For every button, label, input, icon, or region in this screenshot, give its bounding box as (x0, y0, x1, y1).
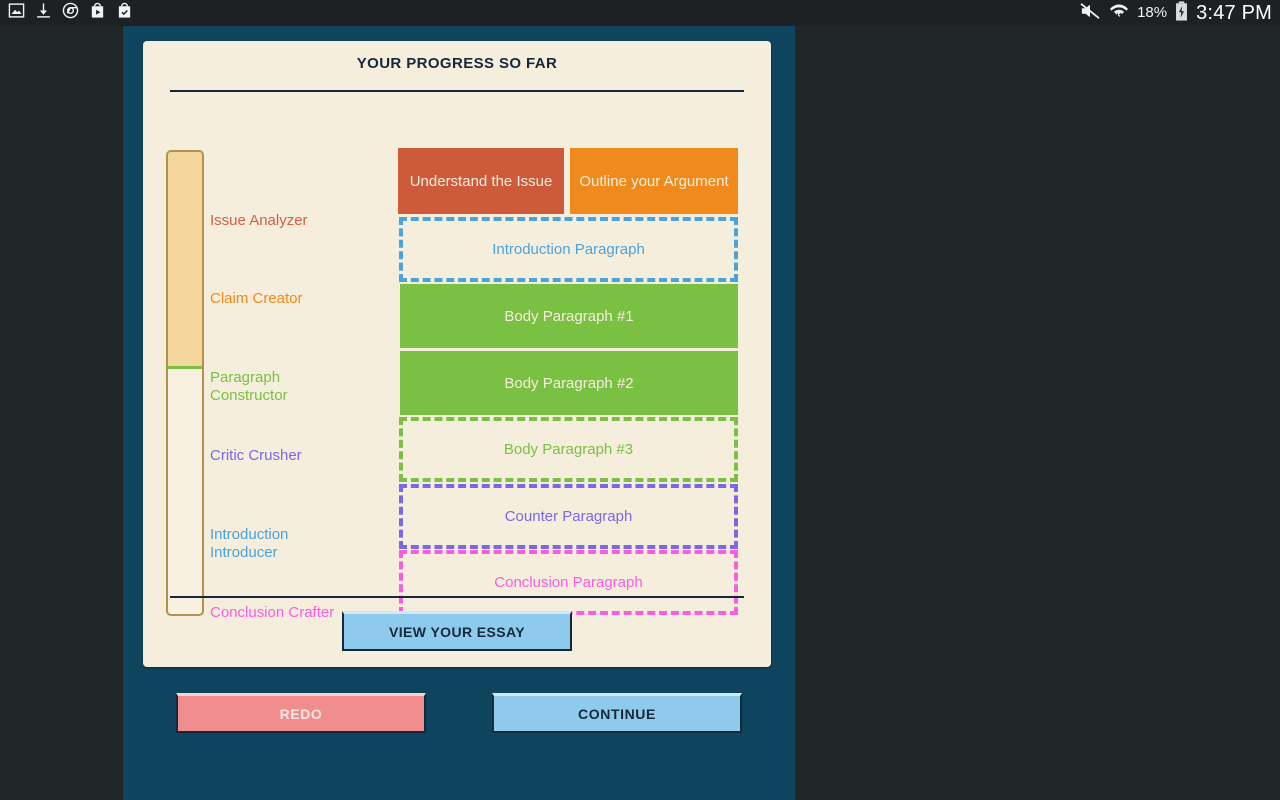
essay-block-4: Body Paragraph #2 (400, 351, 738, 415)
essay-block-6: Counter Paragraph (399, 484, 738, 549)
divider-bottom (170, 596, 744, 598)
view-your-essay-button[interactable]: VIEW YOUR ESSAY (342, 611, 572, 651)
download-icon (35, 2, 52, 24)
wifi-transfer-icon (1109, 2, 1129, 25)
status-bar-system-icons: 18% 3:47 PM (1071, 0, 1272, 26)
battery-charging-icon (1175, 0, 1188, 26)
mute-icon (1079, 2, 1101, 25)
stage-label-0: Issue Analyzer (210, 212, 308, 229)
progress-bar-fill (168, 152, 202, 370)
stage-label-3: Critic Crusher (210, 447, 302, 464)
redo-button[interactable]: REDO (176, 693, 426, 733)
image-icon (8, 2, 25, 24)
android-status-bar: 18% 3:47 PM (0, 0, 1280, 26)
essay-block-7: Conclusion Paragraph (399, 550, 738, 615)
vertical-progress-bar (166, 150, 204, 616)
stage-label-4: Introduction Introducer (210, 526, 289, 561)
essay-block-3: Body Paragraph #1 (400, 284, 738, 348)
play-store-icon (89, 2, 106, 24)
stage-label-1: Claim Creator (210, 290, 303, 307)
essay-block-5: Body Paragraph #3 (399, 417, 738, 482)
essay-block-2: Introduction Paragraph (399, 217, 738, 282)
stage-label-2: Paragraph Constructor (210, 369, 288, 404)
continue-button[interactable]: CONTINUE (492, 693, 742, 733)
essay-block-1: Outline your Argument (570, 148, 738, 214)
play-store-check-icon (116, 2, 133, 24)
clock-label: 3:47 PM (1196, 2, 1272, 24)
status-bar-notification-icons (8, 2, 143, 24)
stage-label-5: Conclusion Crafter (210, 604, 335, 621)
essay-block-0: Understand the Issue (398, 148, 564, 214)
divider-top (170, 90, 744, 92)
page-title: YOUR PROGRESS SO FAR (356, 55, 558, 72)
battery-percent-label: 18% (1137, 4, 1168, 21)
chrome-icon (62, 2, 79, 24)
